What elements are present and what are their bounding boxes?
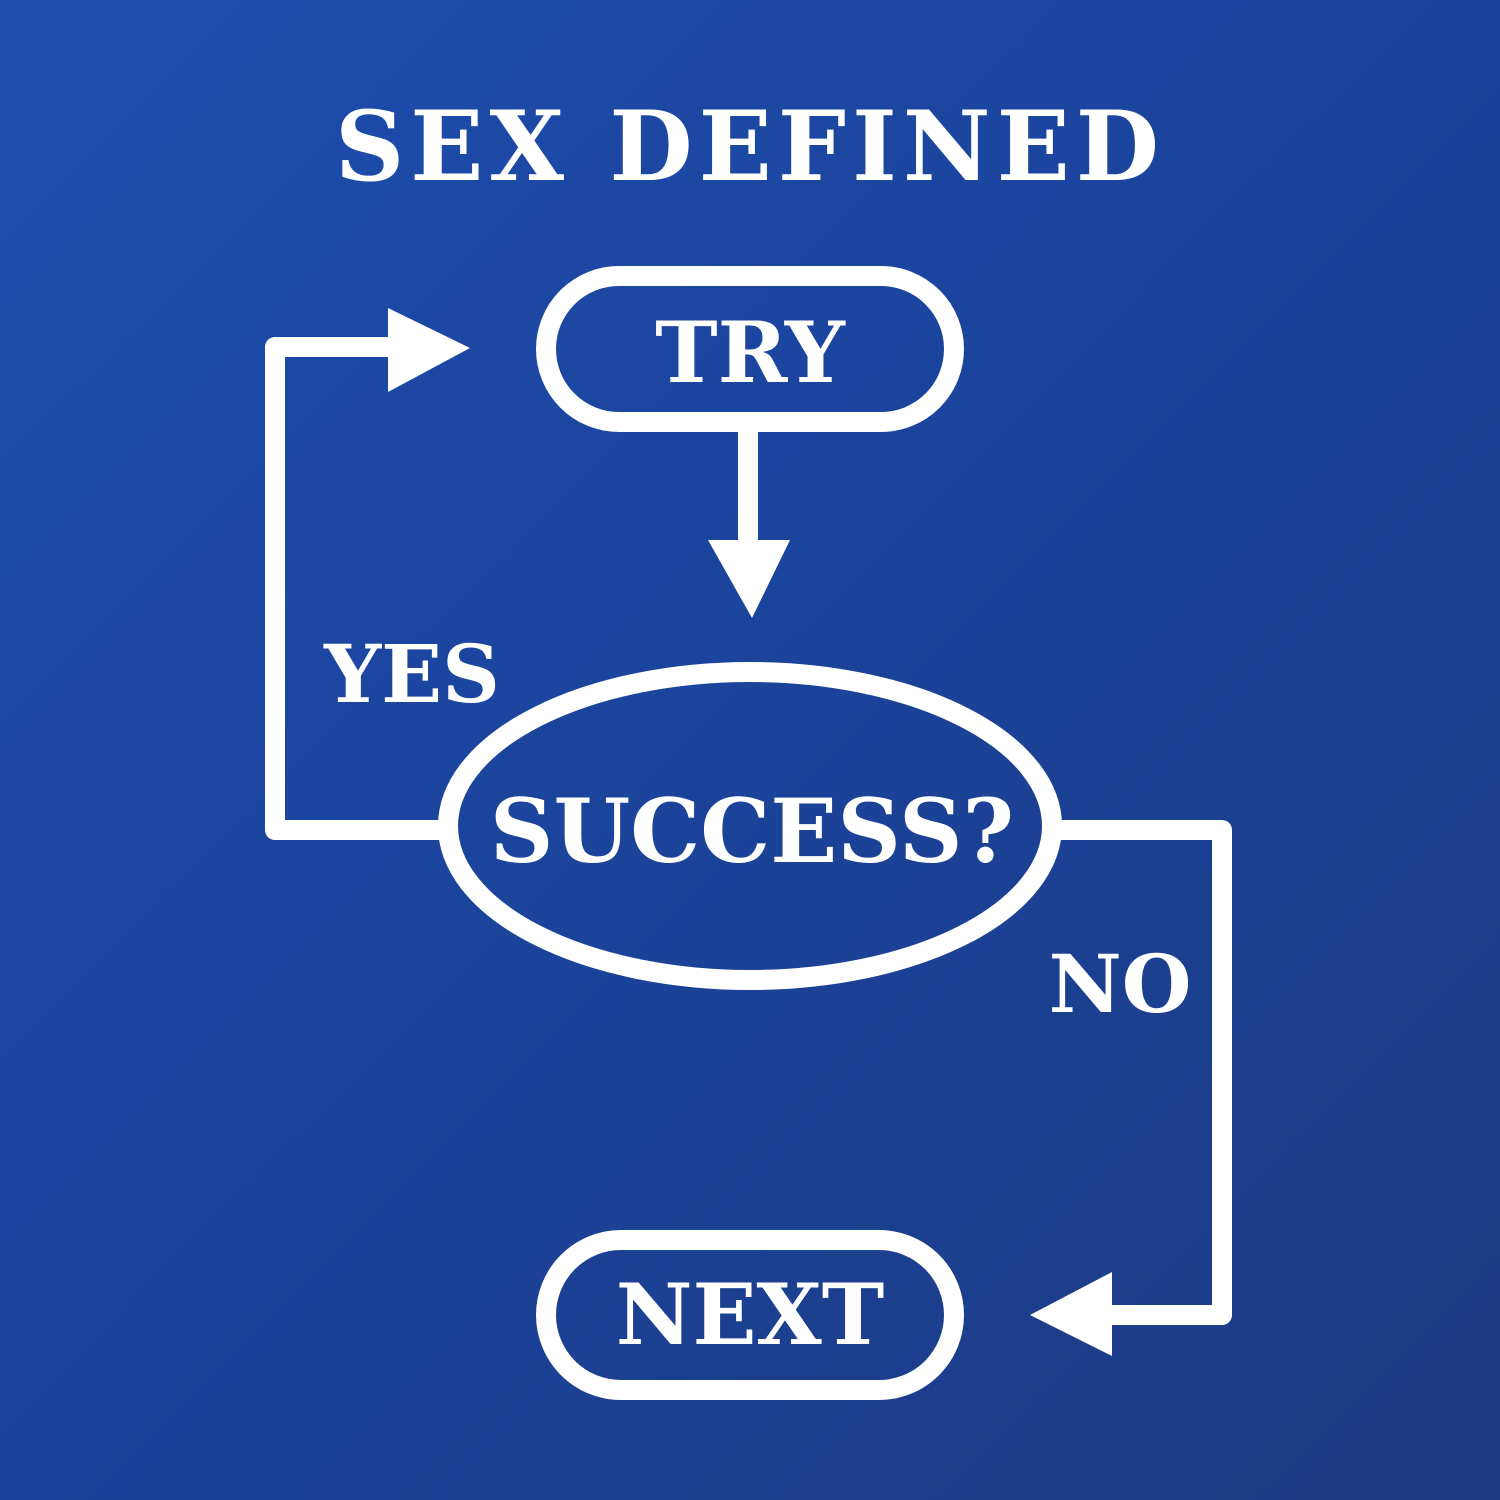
arrow-left-icon [1030, 1272, 1112, 1356]
no-label: NO [1049, 937, 1192, 1031]
node-try: TRY [536, 266, 964, 432]
arrow-right-icon [388, 308, 470, 392]
try-label: TRY [655, 303, 846, 402]
no-line [1052, 820, 1232, 1325]
edge-no: NO [1030, 820, 1232, 1356]
edge-yes: YES [265, 308, 500, 840]
node-next: NEXT [536, 1230, 964, 1400]
diagram-title: SEX DEFINED [335, 90, 1165, 203]
success-label: SUCCESS? [490, 779, 1014, 883]
arrow-try-to-success [708, 430, 790, 618]
next-label: NEXT [616, 1265, 885, 1364]
try-pill-shape [536, 266, 964, 432]
yes-label: YES [323, 627, 500, 721]
arrow-down-icon [708, 540, 790, 618]
yes-loop-line [265, 337, 448, 840]
node-success: SUCCESS? [438, 662, 1062, 990]
next-pill-shape [536, 1230, 964, 1400]
